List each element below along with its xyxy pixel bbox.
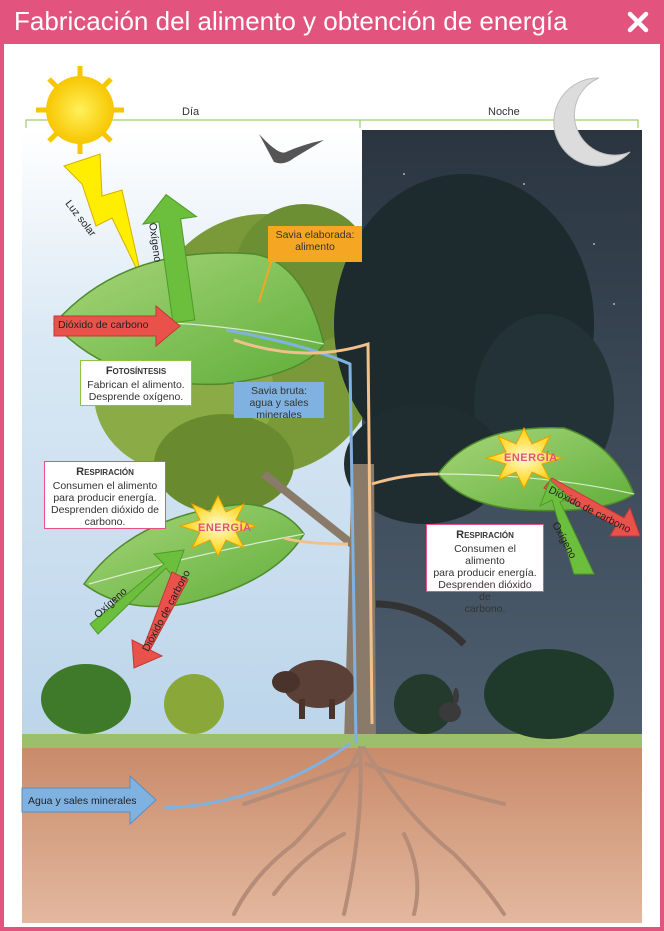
respiration-day-line4: carbono. [85,516,126,528]
respiration-night-heading: Respiración [433,529,537,541]
energy-right-label: ENERGÍA [504,452,558,464]
energy-left-label: ENERGÍA [198,522,252,534]
respiration-day-heading: Respiración [51,466,159,478]
respiration-night-line4: carbono. [465,603,506,615]
respiration-day-line2: para producir energía. [53,492,156,504]
close-icon[interactable] [624,8,652,36]
night-bush [484,649,614,739]
respiration-night-box: Respiración Consumen el alimento para pr… [426,524,544,592]
day-night-bracket [26,120,638,128]
photosynthesis-line2: Desprende oxígeno. [89,391,184,403]
bush [41,664,131,734]
sun-icon [36,66,124,154]
respiration-night-line2: para producir energía. [433,567,536,579]
savia-bruta-box: Savia bruta: agua y sales minerales [234,382,324,418]
day-label: Día [182,106,199,118]
water-label: Agua y sales minerales [28,795,137,807]
respiration-night-line1: Consumen el alimento [454,543,516,567]
savia-elaborada-box: Savia elaborada: alimento [268,226,362,262]
savia-bruta-text: Savia bruta: agua y sales minerales [250,385,309,421]
photosynthesis-box: Fotosíntesis Fabrican el alimento. Despr… [80,360,192,406]
respiration-day-line1: Consumen el alimento [53,480,157,492]
savia-elaborada-text: Savia elaborada: alimento [276,229,355,253]
photosynthesis-heading: Fotosíntesis [87,365,185,377]
night-label: Noche [488,106,520,118]
photosynthesis-line1: Fabrican el alimento. [87,379,184,391]
page-title: Fabricación del alimento y obtención de … [14,6,568,37]
respiration-day-line3: Desprenden dióxido de [51,504,159,516]
title-bar: Fabricación del alimento y obtención de … [0,0,664,44]
bush [164,674,224,734]
co2-top-label: Dióxido de carbono [58,319,148,331]
respiration-night-line3: Desprenden dióxido de [438,579,531,603]
respiration-day-box: Respiración Consumen el alimento para pr… [44,461,166,529]
